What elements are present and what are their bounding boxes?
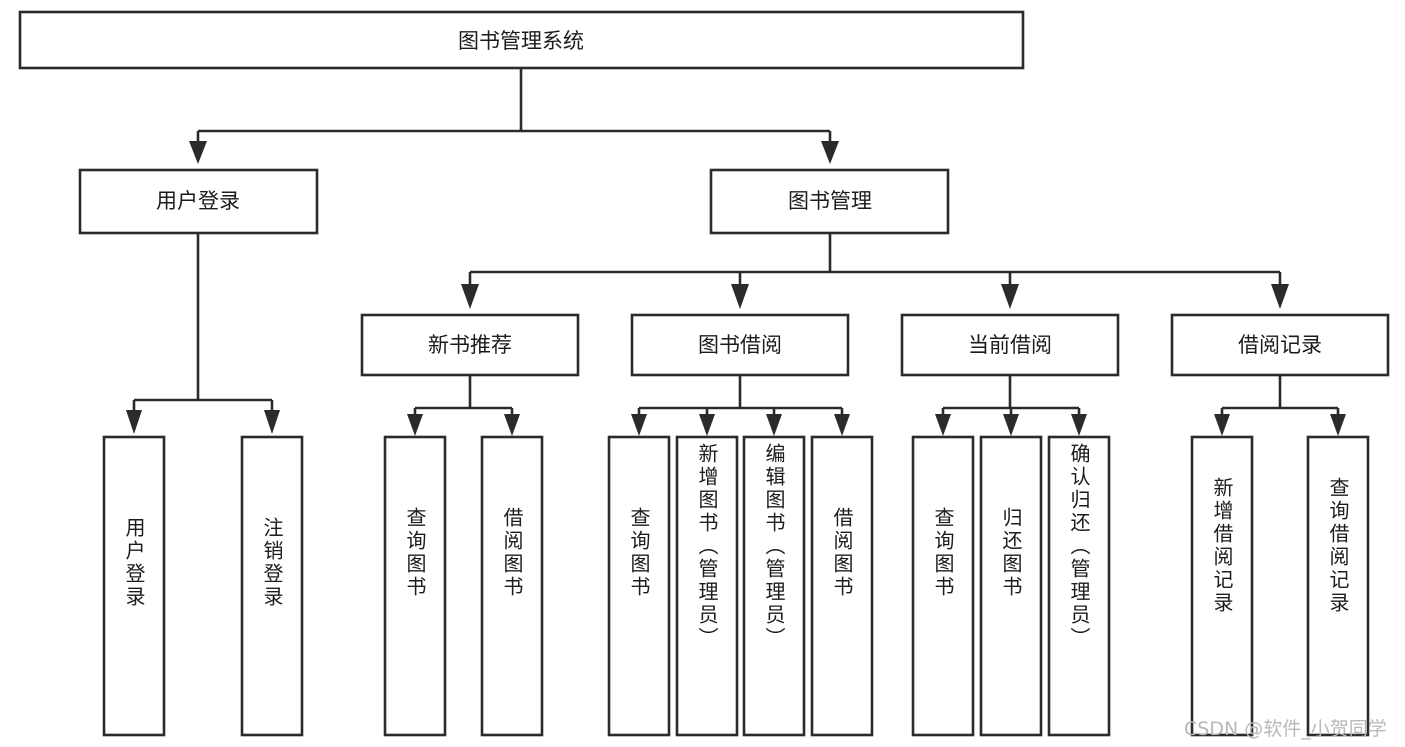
arrow-book-borrow-leaf-4 <box>834 414 850 436</box>
leaf-box-user-login-1[interactable] <box>102 435 166 737</box>
csdn-watermark: CSDN @软件_小贺同学 <box>1184 718 1387 740</box>
arrow-user-login-leaf-2 <box>264 410 280 434</box>
arrow-book-borrow-leaf-1 <box>631 414 647 436</box>
leaf-box-current-borrow-2[interactable] <box>979 435 1043 737</box>
node-new-book-recommend-label: 新书推荐 <box>428 333 512 357</box>
node-book-management[interactable] <box>709 168 950 235</box>
node-root[interactable] <box>18 10 1025 70</box>
node-user-login-label: 用户登录 <box>156 189 240 213</box>
leaf-box-current-borrow-3[interactable] <box>1047 435 1111 737</box>
leaf-box-book-borrow-2[interactable] <box>675 435 739 737</box>
leaf-box-book-borrow-4[interactable] <box>810 435 874 737</box>
node-book-borrow-label: 图书借阅 <box>698 333 782 357</box>
node-borrow-record[interactable] <box>1170 313 1390 377</box>
arrow-book-borrow-leaf-3 <box>766 414 782 436</box>
arrow-user-login-leaf-1 <box>126 410 142 434</box>
arrow-borrow-record-leaf-2 <box>1330 414 1346 436</box>
arrow-borrow-record-leaf-1 <box>1214 414 1230 436</box>
leaf-box-current-borrow-1[interactable] <box>911 435 975 737</box>
node-current-borrow-label: 当前借阅 <box>968 333 1052 357</box>
node-book-management-label: 图书管理 <box>788 189 872 213</box>
arrow-book-borrow-leaf-2 <box>699 414 715 436</box>
leaf-box-new-book-2[interactable] <box>480 435 544 737</box>
arrow-new-book-leaf-2 <box>504 414 520 436</box>
arrow-book-mgmt-to-new-book <box>461 284 479 309</box>
arrow-root-to-user-login <box>189 141 207 164</box>
arrow-current-borrow-leaf-2 <box>1003 414 1019 436</box>
leaf-box-borrow-record-2[interactable] <box>1306 435 1370 737</box>
arrow-new-book-leaf-1 <box>407 414 423 436</box>
leaf-box-book-borrow-1[interactable] <box>607 435 671 737</box>
arrow-current-borrow-leaf-3 <box>1071 414 1087 436</box>
leaf-box-borrow-record-1[interactable] <box>1190 435 1254 737</box>
node-borrow-record-label: 借阅记录 <box>1238 333 1322 357</box>
node-root-label: 图书管理系统 <box>458 29 584 53</box>
leaf-box-book-borrow-3[interactable] <box>742 435 806 737</box>
arrow-book-mgmt-to-current-borrow <box>1001 284 1019 309</box>
leaf-box-user-login-2[interactable] <box>240 435 304 737</box>
node-book-borrow[interactable] <box>630 313 850 377</box>
arrow-book-mgmt-to-book-borrow <box>731 284 749 309</box>
arrow-root-to-book-mgmt <box>821 141 839 164</box>
arrow-current-borrow-leaf-1 <box>935 414 951 436</box>
leaf-box-new-book-1[interactable] <box>383 435 447 737</box>
node-current-borrow[interactable] <box>900 313 1120 377</box>
arrow-book-mgmt-to-borrow-record <box>1271 284 1289 309</box>
node-new-book-recommend[interactable] <box>360 313 580 377</box>
